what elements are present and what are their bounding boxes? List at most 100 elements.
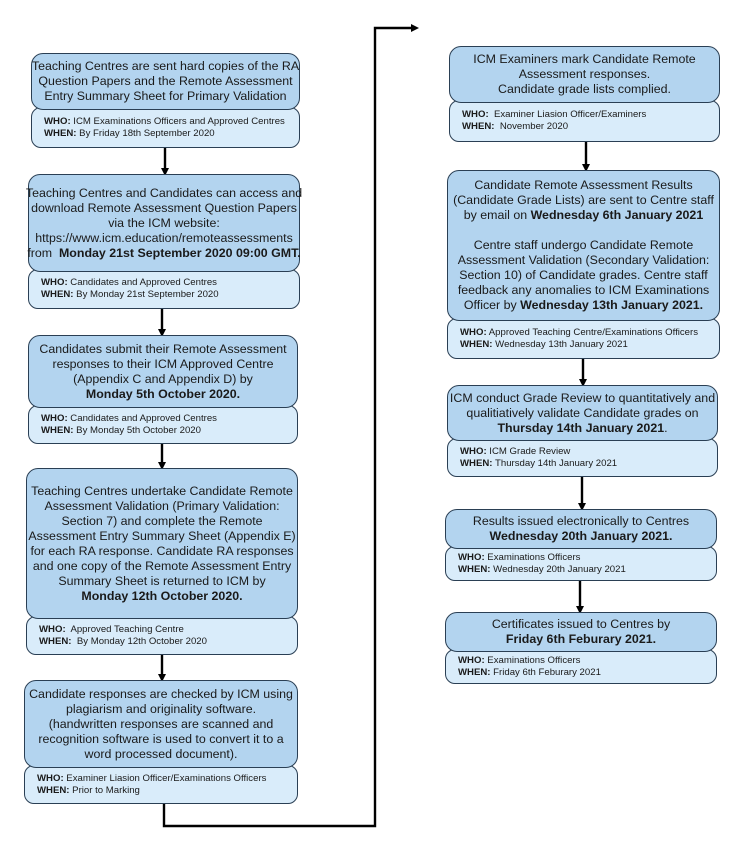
who-value: Approved Teaching Centre/Examinations Of… [486, 326, 698, 338]
step-date-bold: Monday 12th October 2020. [81, 588, 243, 603]
step-text: and one copy of the Remote Assessment En… [32, 558, 292, 573]
step-text-line: ICM Examiners mark Candidate Remote [473, 52, 695, 67]
when-value: By Monday 5th October 2020 [73, 424, 201, 436]
step-text-line: word processed document). [85, 747, 238, 762]
when-row: WHEN: By Monday 21st September 2020 [41, 289, 287, 301]
step-text-line: (Appendix C and Appendix D) by [73, 372, 253, 387]
when-value: Friday 6th Feburary 2021 [490, 666, 601, 678]
step-text-line: Section 7) and complete the Remote [61, 514, 262, 529]
when-value: Prior to Marking [69, 784, 140, 796]
when-label: WHEN: [41, 289, 74, 300]
step-text-line: Centre staff undergo Candidate Remote [474, 238, 694, 253]
step-text: (Candidate Grade Lists) are sent to Cent… [453, 193, 714, 207]
when-value: By Monday 21st September 2020 [73, 289, 219, 300]
step-text-line: download Remote Assessment Question Pape… [31, 201, 297, 216]
step-4-box: Teaching Centres undertake Candidate Rem… [26, 468, 298, 619]
step-9-box: Results issued electronically to Centres… [445, 509, 717, 549]
who-row: WHO: Candidates and Approved Centres [41, 413, 285, 425]
step-7-box: Candidate Remote Assessment Results(Cand… [447, 170, 720, 321]
when-row: WHEN: Wednesday 20th January 2021 [458, 564, 704, 576]
step-text-line: Assessment Validation (Secondary Validat… [458, 253, 710, 268]
step-text: Teaching Centres are sent hard copies of… [31, 59, 300, 73]
who-label: WHO: [460, 445, 487, 457]
step-text-line: https://www.icm.education/remoteassessme… [35, 231, 293, 246]
step-text-line: via the ICM website: [108, 216, 220, 231]
step-text: Teaching Centres and Candidates can acce… [25, 185, 303, 200]
step-2-box: Teaching Centres and Candidates can acce… [26, 174, 302, 272]
who-value: ICM Examinations Officers and Approved C… [70, 115, 285, 127]
when-value: By Monday 12th October 2020 [71, 635, 207, 647]
step-date-bold: Friday 6th Feburary 2021. [505, 632, 657, 646]
step-date-bold: Thursday 14th January 2021 [497, 420, 665, 435]
when-label: WHEN: [462, 121, 495, 132]
who-value: ICM Grade Review [486, 445, 571, 457]
when-value: November 2020 [494, 121, 569, 132]
step-text-line: Teaching Centres and Candidates can acce… [26, 186, 302, 201]
step-text: download Remote Assessment Question Pape… [31, 200, 297, 215]
who-row: WHO: ICM Examinations Officers and Appro… [44, 116, 287, 128]
step-text-line: Teaching Centres undertake Candidate Rem… [31, 484, 293, 499]
step-text-line: Certificates issued to Centres by [492, 617, 670, 632]
step-text: for each RA response. Candidate RA respo… [30, 543, 294, 558]
step-text: feedback any anomalies to ICM Examinatio… [457, 283, 710, 297]
step-text: . [664, 420, 668, 435]
step-text-line: Assessment Entry Summary Sheet (Appendix… [28, 529, 295, 544]
who-row: WHO: Examiner Liasion Officer/Examiners [462, 109, 707, 121]
when-label: WHEN: [460, 338, 493, 350]
step-text: Centre staff undergo Candidate Remote [473, 238, 694, 252]
who-value: Examiner Liasion Officer/Examiners [488, 109, 647, 120]
step-text-line: Monday 12th October 2020. [81, 589, 242, 604]
step-text-line: Friday 6th Feburary 2021. [506, 632, 656, 647]
step-text: Assessment Validation (Primary Validatio… [44, 498, 280, 513]
who-row: WHO: Approved Teaching Centre/Examinatio… [460, 327, 707, 339]
who-value: Candidates and Approved Centres [67, 412, 217, 424]
step-text: recognition software is used to convert … [38, 731, 284, 746]
step-text-line: Assessment responses. [519, 67, 651, 82]
when-label: WHEN: [458, 666, 491, 678]
who-label: WHO: [37, 772, 64, 784]
step-text-line: qualitiatively validate Candidate grades… [466, 406, 698, 421]
when-value: By Friday 18th September 2020 [76, 127, 215, 139]
step-text: Section 7) and complete the Remote [61, 513, 263, 528]
step-text: Assessment Entry Summary Sheet (Appendix… [28, 528, 296, 543]
step-text: Certificates issued to Centres by [491, 617, 671, 631]
who-label: WHO: [458, 551, 485, 563]
step-text: ICM Examiners mark Candidate Remote [473, 52, 696, 66]
step-date-bold: Wednesday 6th January 2021 [530, 208, 704, 222]
step-text: Assessment responses. [518, 67, 651, 81]
when-value: Wednesday 20th January 2021 [490, 563, 626, 575]
when-row: WHEN: By Monday 12th October 2020 [39, 636, 285, 648]
step-text-line: (handwritten responses are scanned and [49, 717, 274, 732]
when-label: WHEN: [41, 424, 74, 436]
step-text-line: recognition software is used to convert … [38, 732, 283, 747]
step-text: Assessment Validation (Secondary Validat… [457, 253, 710, 267]
when-label: WHEN: [460, 457, 493, 469]
arrow-column-link [162, 24, 419, 828]
step-text: word processed document). [84, 746, 238, 761]
step-text: Officer by [463, 298, 521, 312]
step-text-line: and one copy of the Remote Assessment En… [33, 559, 291, 574]
step-text: Results issued electronically to Centres [472, 514, 690, 528]
step-text: (handwritten responses are scanned and [48, 716, 274, 731]
step-text: (Appendix C and Appendix D) by [73, 371, 253, 386]
step-text-line: (Candidate Grade Lists) are sent to Cent… [453, 193, 714, 208]
step-text: ICM conduct Grade Review to quantitative… [449, 390, 716, 405]
step-text-line: Results issued electronically to Centres [473, 514, 689, 529]
step-text: Teaching Centres undertake Candidate Rem… [31, 483, 293, 498]
step-text-line: Teaching Centres are sent hard copies of… [32, 59, 299, 74]
step-text: plagiarism and originality software. [65, 701, 257, 716]
step-text-line: for each RA response. Candidate RA respo… [30, 544, 293, 559]
who-value: Candidates and Approved Centres [67, 277, 217, 288]
when-row: WHEN: By Friday 18th September 2020 [44, 128, 287, 140]
who-label: WHO: [39, 623, 66, 635]
step-date-bold: Monday 5th October 2020. [85, 386, 241, 401]
when-row: WHEN: Thursday 14th January 2021 [460, 458, 705, 470]
